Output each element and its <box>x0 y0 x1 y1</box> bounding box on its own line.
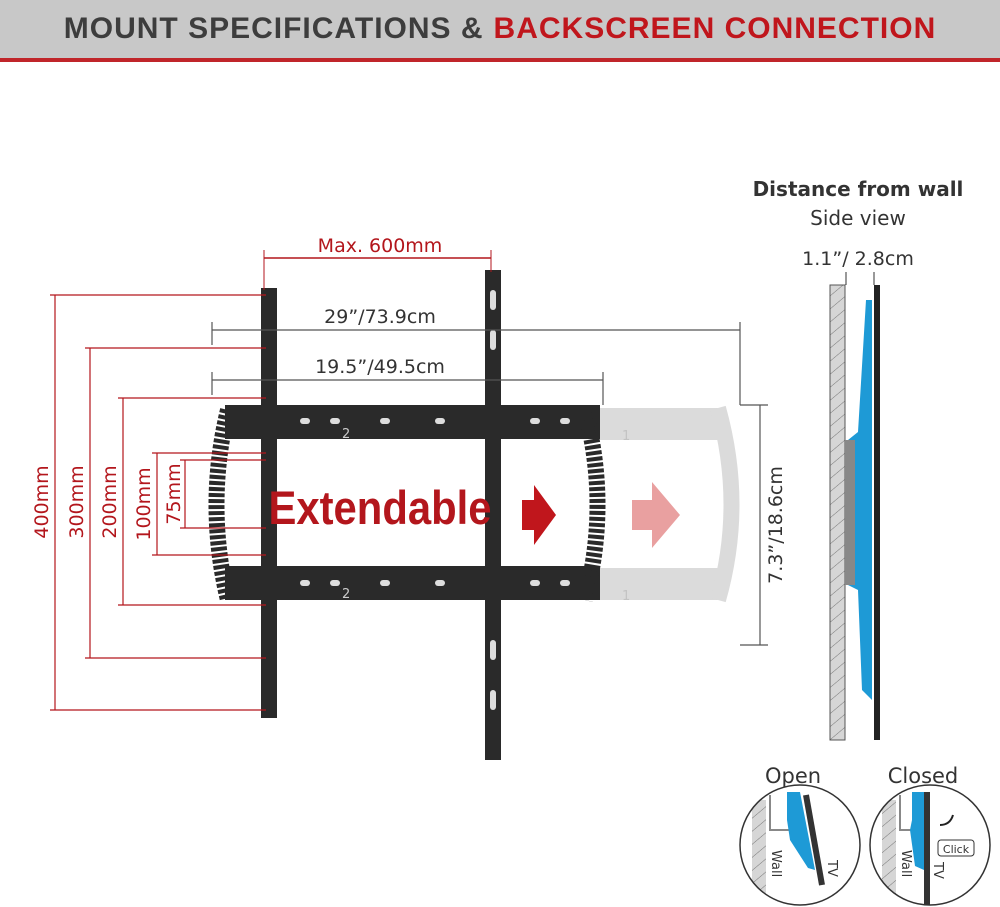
tv-label: TV <box>824 859 839 877</box>
vesa-400-label: 400mm <box>31 465 53 538</box>
vesa-dimensions <box>50 294 266 711</box>
outer-width-label: 29”/73.9cm <box>324 306 436 328</box>
rail-mark: 1 <box>622 589 630 604</box>
inner-width-dimension <box>211 372 604 405</box>
extend-arrows <box>522 482 680 548</box>
open-label: Open <box>765 764 821 788</box>
wall-label: Wall <box>768 850 783 877</box>
extendable-label: Extendable <box>268 481 491 534</box>
mount-frame: 2 2 <box>208 270 606 760</box>
header-banner: MOUNT SPECIFICATIONS & BACKSCREEN CONNEC… <box>0 0 1000 62</box>
side-view-title: Distance from wall <box>753 177 964 201</box>
extended-frame-ghost: 1 1 <box>600 405 740 604</box>
vesa-100-label: 100mm <box>133 467 155 540</box>
inner-width-label: 19.5”/49.5cm <box>315 356 445 378</box>
header-title-part1: MOUNT SPECIFICATIONS & <box>63 12 484 45</box>
header-title-part2: BACKSCREEN CONNECTION <box>493 12 937 45</box>
max-width-label: Max. 600mm <box>318 235 443 257</box>
open-detail-circle: Wall TV <box>739 784 861 906</box>
rail-mark: 2 <box>342 427 350 442</box>
vesa-200-label: 200mm <box>99 465 121 538</box>
height-label: 7.3”/18.6cm <box>765 466 787 584</box>
vesa-300-label: 300mm <box>66 465 88 538</box>
closed-label: Closed <box>888 764 959 788</box>
tv-label: TV <box>930 861 945 879</box>
height-dimension <box>740 404 768 646</box>
outer-width-dimension <box>211 322 741 405</box>
closed-detail-circle: Click Wall TV <box>869 784 991 906</box>
click-label: Click <box>943 843 970 856</box>
click-arrow-icon <box>939 814 954 826</box>
side-view-drawing <box>829 272 880 741</box>
max-width-dimension: Max. 600mm <box>263 235 492 290</box>
vesa-75-label: 75mm <box>163 463 185 524</box>
side-view-subtitle: Side view <box>810 206 906 230</box>
rail-mark: 2 <box>342 587 350 602</box>
wall-label: Wall <box>898 850 913 877</box>
wall-distance-label: 1.1”/ 2.8cm <box>802 248 914 270</box>
rail-mark: 1 <box>622 429 630 444</box>
